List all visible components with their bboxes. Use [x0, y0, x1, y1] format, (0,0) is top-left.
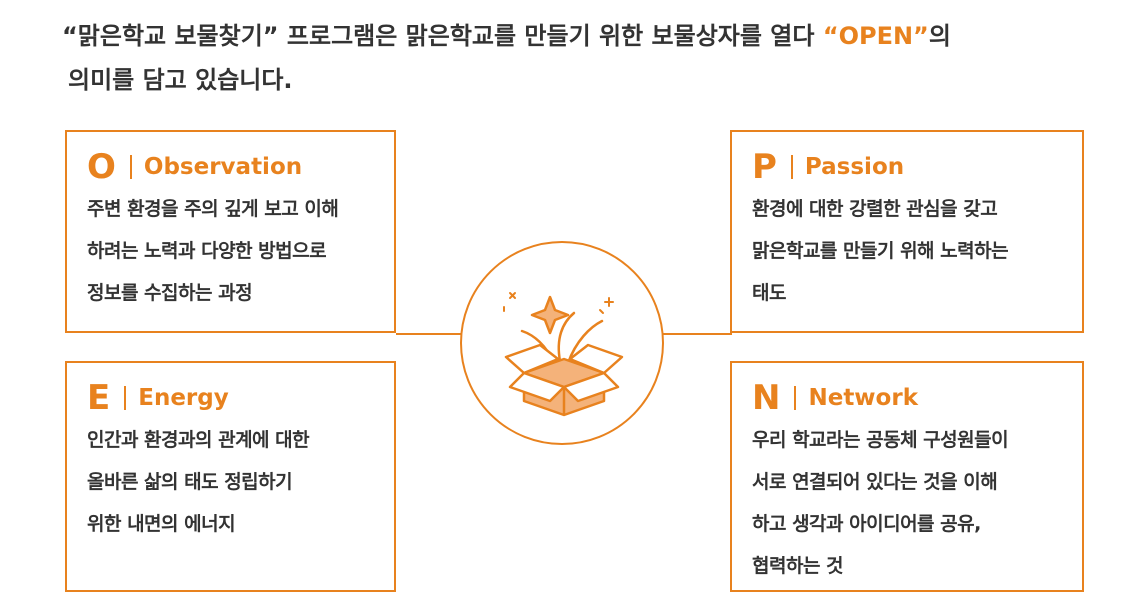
- card-network: N Network 우리 학교라는 공동체 구성원들이 서로 연결되어 있다는 …: [730, 361, 1084, 592]
- card-network-head: N Network: [752, 377, 1082, 419]
- card-network-word: Network: [808, 385, 918, 411]
- card-observation-letter: O: [87, 147, 116, 187]
- divider: [794, 386, 797, 410]
- card-passion-word: Passion: [804, 154, 905, 180]
- card-passion-head: P Passion: [752, 146, 1082, 188]
- program-title: 맑은학교 보물찾기: [77, 22, 263, 50]
- card-passion: P Passion 환경에 대한 강렬한 관심을 갖고 맑은학교를 만들기 위해…: [730, 130, 1084, 333]
- center-circle: [460, 241, 664, 445]
- card-energy: E Energy 인간과 환경과의 관계에 대한 올바른 삶의 태도 정립하기 …: [65, 361, 396, 592]
- card-observation-word: Observation: [143, 154, 303, 180]
- card-passion-desc: 환경에 대한 강렬한 관심을 갖고 맑은학교를 만들기 위해 노력하는 태도: [752, 198, 1009, 304]
- intro-line-2: 의미를 담고 있습니다.: [68, 66, 293, 94]
- card-passion-letter: P: [752, 147, 777, 187]
- card-network-desc: 우리 학교라는 공동체 구성원들이 서로 연결되어 있다는 것을 이해 하고 생…: [752, 429, 1009, 577]
- open-word: “OPEN”: [822, 22, 929, 50]
- card-observation-head: O Observation: [87, 146, 394, 188]
- divider: [129, 155, 132, 179]
- card-energy-letter: E: [87, 378, 111, 418]
- connector-right: [662, 333, 732, 335]
- card-energy-desc: 인간과 환경과의 관계에 대한 올바른 삶의 태도 정립하기 위한 내면의 에너…: [87, 429, 310, 535]
- card-observation-desc: 주변 환경을 주의 깊게 보고 이해 하려는 노력과 다양한 방법으로 정보를 …: [87, 198, 339, 304]
- card-energy-head: E Energy: [87, 377, 394, 419]
- open-treasure-box-icon: [503, 292, 624, 417]
- intro-text: “맑은학교 보물찾기” 프로그램은 맑은학교를 만들기 위한 보물상자를 열다 …: [62, 14, 1102, 102]
- divider: [124, 386, 127, 410]
- intro-line-1: “맑은학교 보물찾기” 프로그램은 맑은학교를 만들기 위한 보물상자를 열다 …: [62, 22, 951, 50]
- connector-left: [396, 333, 462, 335]
- card-network-letter: N: [752, 378, 781, 418]
- card-observation: O Observation 주변 환경을 주의 깊게 보고 이해 하려는 노력과…: [65, 130, 396, 333]
- card-energy-word: Energy: [138, 385, 229, 411]
- divider: [790, 155, 793, 179]
